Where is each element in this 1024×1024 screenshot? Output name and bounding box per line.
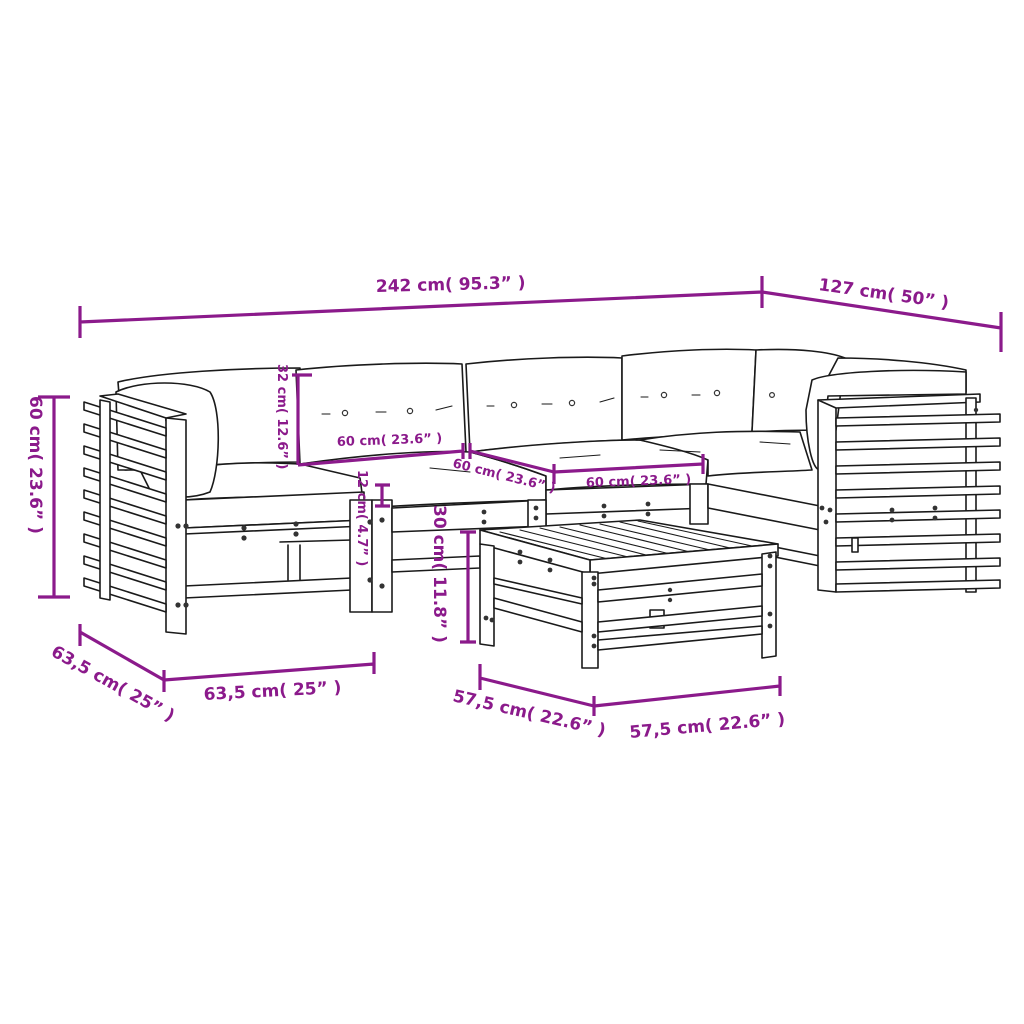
seat-cushions	[183, 430, 813, 509]
footstool-width-label: 57,5 cm( 22.6” )	[629, 709, 786, 743]
height-label: 60 cm( 23.6” )	[25, 396, 45, 534]
footstool-height-label: 30 cm( 11.8” )	[429, 505, 449, 643]
right-arm-cushion	[805, 369, 967, 471]
footstool-depth-label: 57,5 cm( 22.6” )	[451, 686, 608, 741]
back-cushion-height-label: 32 cm( 12.6” )	[274, 364, 289, 469]
total-width-label: 242 cm( 95.3” )	[376, 273, 526, 297]
corner-width-label: 63,5 cm( 25” )	[203, 678, 342, 705]
corner-depth-label: 63,5 cm( 25” )	[48, 642, 178, 726]
footstool	[479, 519, 779, 669]
right-armrest-slats	[835, 413, 1001, 593]
dimension-lines	[38, 276, 1003, 716]
section-width-3-label: 60 cm( 23.6” )	[586, 472, 692, 491]
total-depth-label: 127 cm( 50” )	[817, 275, 950, 313]
middle-sections-frame	[391, 483, 709, 573]
section-width-1-label: 60 cm( 23.6” )	[337, 431, 443, 450]
left-corner-frame	[83, 393, 393, 635]
furniture-drawing	[83, 348, 1001, 669]
seat-cushion-thickness-label: 12 cm( 4.7” )	[354, 470, 369, 566]
